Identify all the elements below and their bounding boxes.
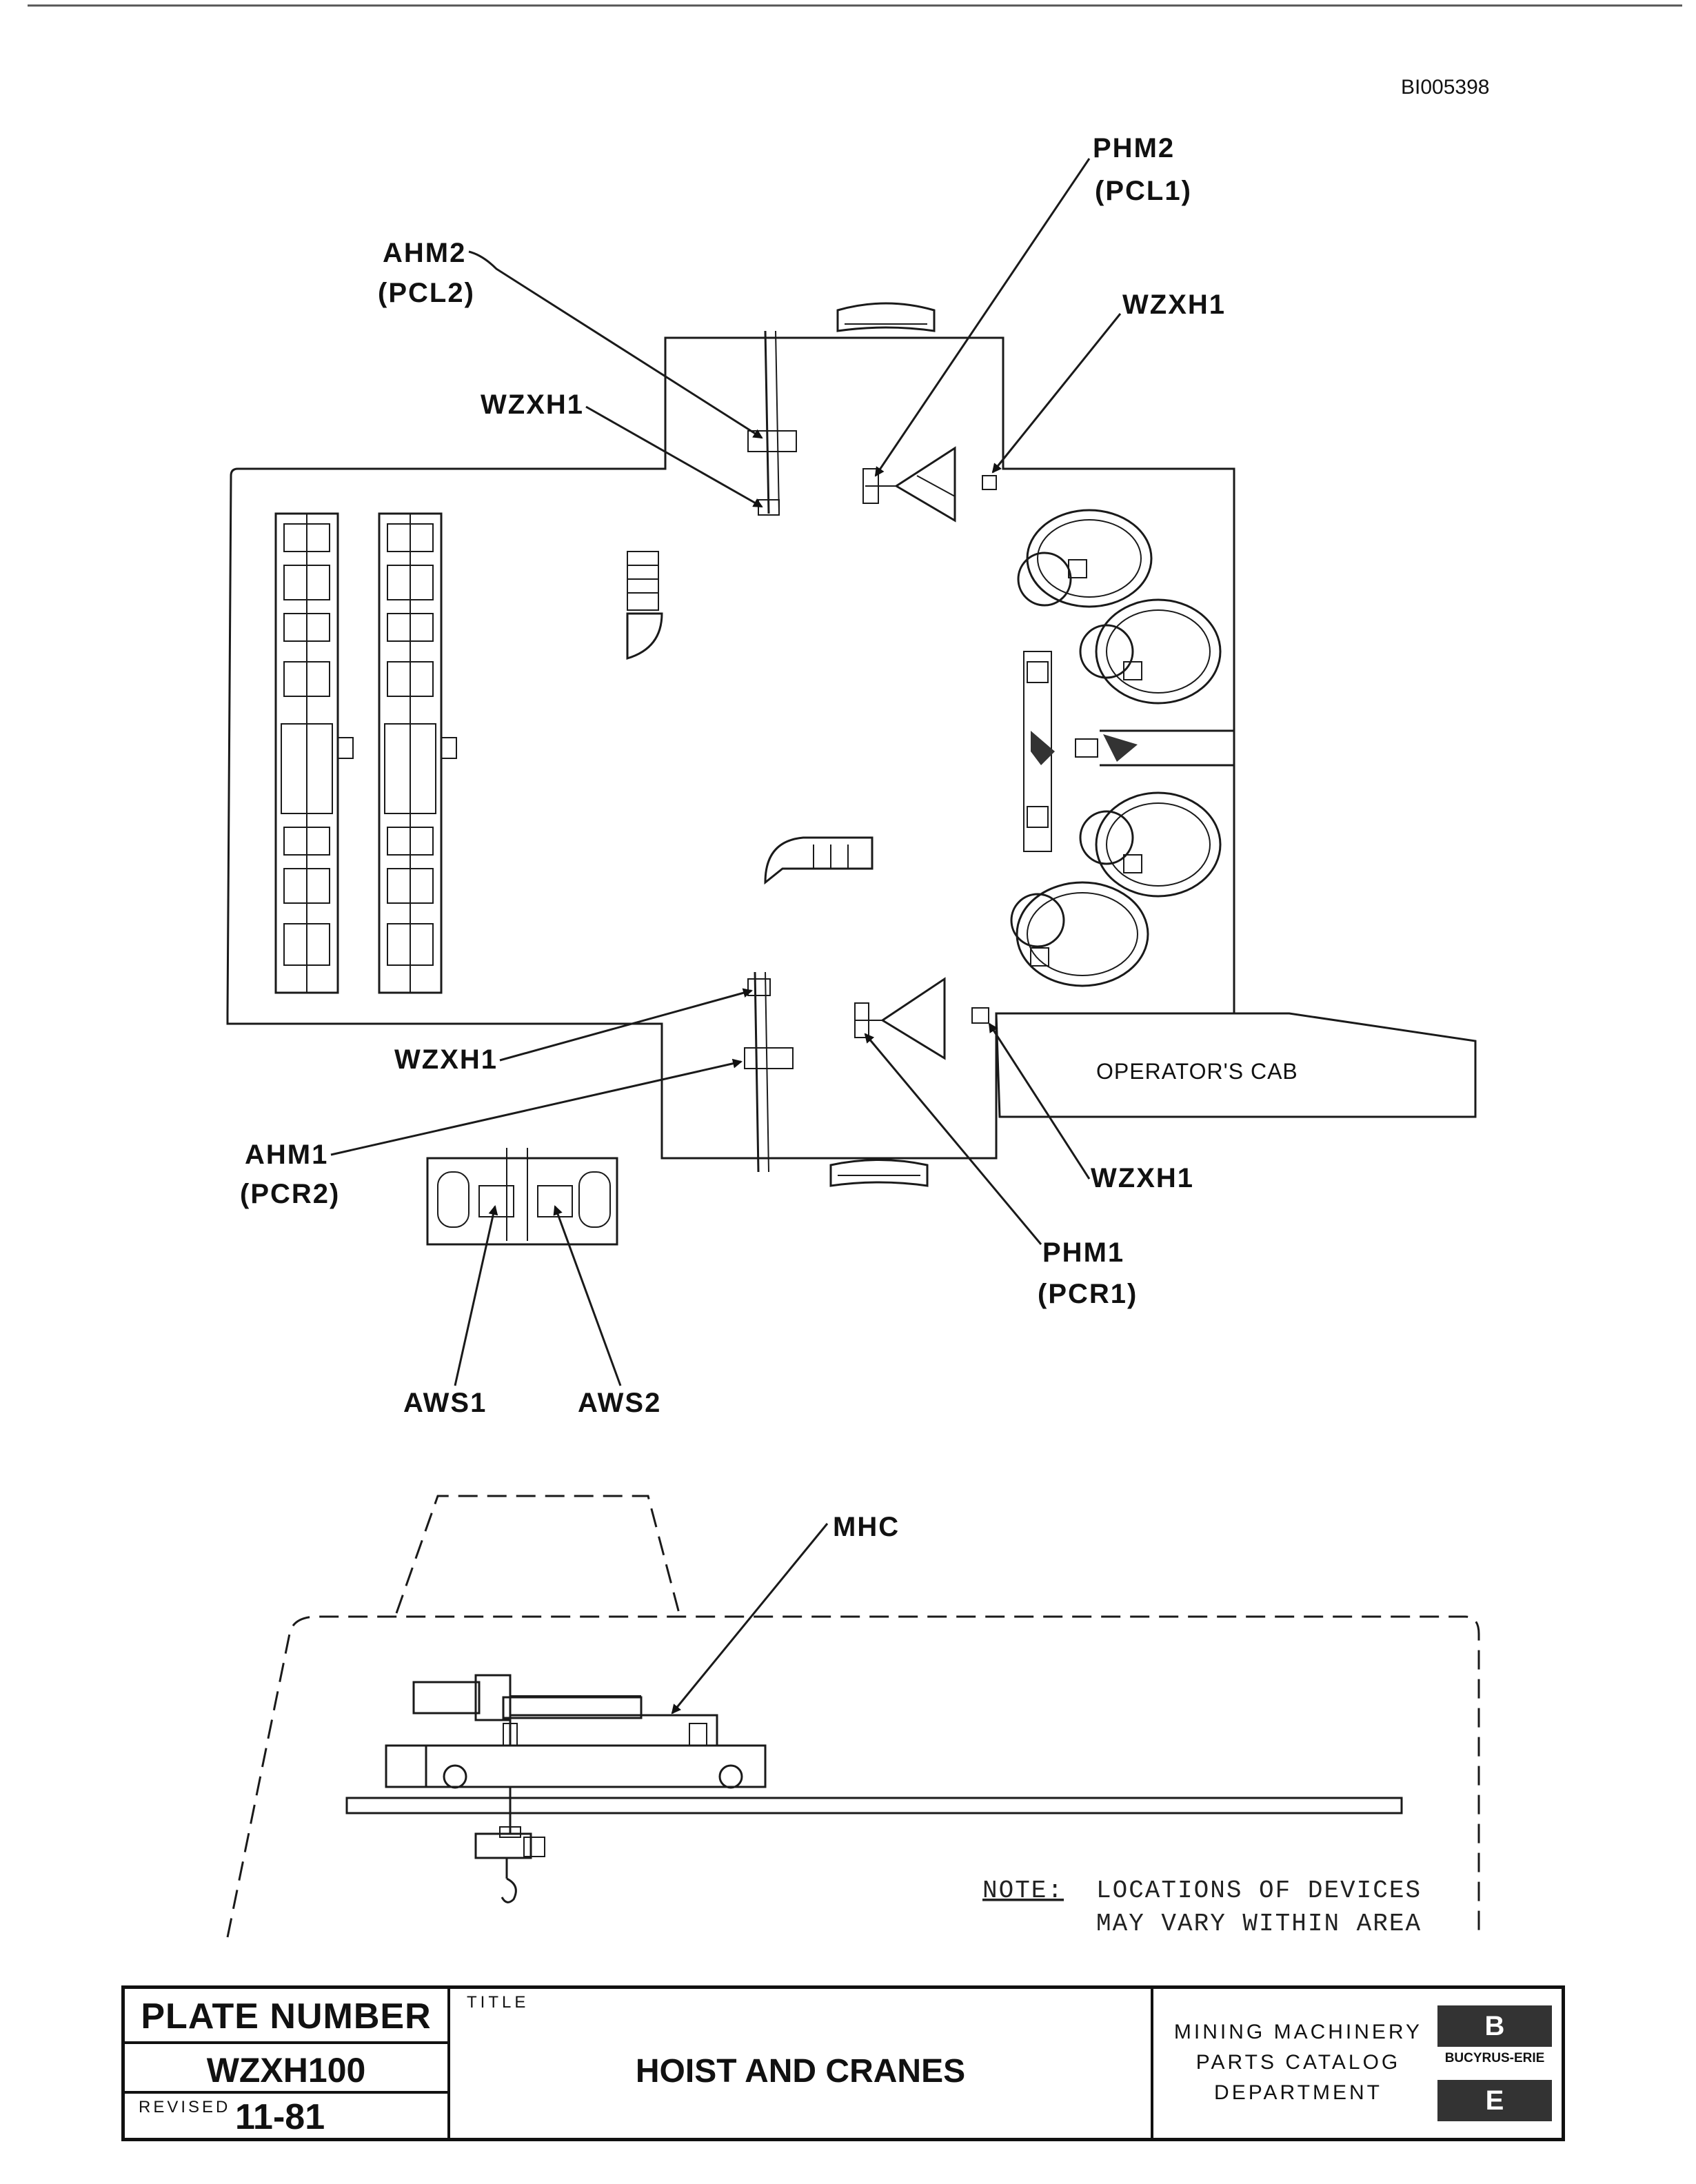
top-sheave: [836, 302, 936, 332]
operators-cab: [995, 1012, 1477, 1118]
left-motor-generator-set-1: [274, 512, 354, 994]
note-label: NOTE:: [982, 1877, 1064, 1905]
leader-aws2: [553, 1205, 622, 1386]
label-aws1: AWS1: [403, 1388, 487, 1418]
logo-letter-e: E: [1437, 2080, 1552, 2121]
bucyrus-erie-logo: B BUCYRUS-ERIE E: [1437, 2005, 1552, 2121]
document-id: BI005398: [1401, 76, 1489, 99]
leader-aws1: [454, 1205, 498, 1386]
label-pcr2: (PCR2): [240, 1179, 340, 1209]
label-wzxh1-bottom-right: WZXH1: [1091, 1163, 1194, 1193]
lower-trolley-frame: [854, 977, 989, 1060]
leader-phm2: [874, 158, 1091, 477]
leader-ahm2: [468, 250, 763, 439]
label-pcl2: (PCL2): [378, 278, 475, 308]
right-bracket-top: [982, 475, 997, 490]
crane-house-outline: [226, 1495, 1480, 1938]
leader-wzxh1-bottom-right: [988, 1022, 1091, 1180]
upper-shaft-assembly: [747, 330, 797, 516]
operators-cab-label: OPERATOR'S CAB: [1096, 1059, 1298, 1084]
label-wzxh1-top-right: WZXH1: [1122, 290, 1226, 320]
department-line-3: DEPARTMENT: [1214, 2081, 1382, 2104]
label-phm2: PHM2: [1093, 133, 1175, 163]
label-wzxh1-bottom-left: WZXH1: [394, 1044, 498, 1075]
center-stair-fixture: [764, 836, 874, 885]
title-label: TITLE: [467, 1993, 529, 2012]
department-line-1: MINING MACHINERY: [1173, 2021, 1423, 2043]
leader-wzxh1-bottom-left: [499, 988, 753, 1062]
lower-shaft-assembly: [744, 971, 794, 1173]
crane-runway-beam: [345, 1797, 1403, 1814]
label-ahm1: AHM1: [245, 1140, 328, 1170]
bottom-sheave: [829, 1159, 929, 1187]
label-ahm2: AHM2: [383, 238, 466, 268]
label-phm1: PHM1: [1042, 1237, 1124, 1268]
aws-switch-bracket: [426, 1148, 618, 1246]
logo-letter-b: B: [1437, 2005, 1552, 2047]
note-line-1: LOCATIONS OF DEVICES: [1096, 1877, 1422, 1905]
logo-company-name: BUCYRUS-ERIE: [1444, 2051, 1545, 2065]
label-pcl1: (PCL1): [1095, 176, 1192, 206]
note-line-2: MAY VARY WITHIN AREA: [1096, 1910, 1422, 1938]
plate-number-label: PLATE NUMBER: [125, 1989, 450, 2044]
revised-value: 11-81: [235, 2097, 325, 2137]
crane-trolley: [385, 1674, 767, 1789]
title-cell: TITLE HOIST AND CRANES: [450, 1989, 1153, 2138]
stair-fixture: [626, 551, 663, 660]
revised-cell: REVISED 11-81: [125, 2094, 450, 2138]
left-motor-generator-set-2: [378, 512, 457, 994]
label-mhc: MHC: [833, 1512, 900, 1542]
leader-phm1: [864, 1033, 1042, 1245]
plate-title: HOIST AND CRANES: [635, 2053, 966, 2090]
leader-mhc: [671, 1523, 829, 1715]
label-wzxh1-top-left: WZXH1: [481, 390, 584, 420]
leader-wzxh1-top-right: [991, 313, 1122, 474]
right-hoist-drums: [1010, 509, 1222, 987]
label-pcr1: (PCR1): [1038, 1279, 1138, 1309]
label-aws2: AWS2: [578, 1388, 661, 1418]
central-drive-gear: [1023, 651, 1234, 852]
leader-wzxh1-top-left: [585, 405, 763, 508]
leader-ahm1: [330, 1058, 743, 1156]
crane-hook-block: [474, 1787, 545, 1903]
revised-label: REVISED: [139, 2098, 231, 2116]
title-block: PLATE NUMBER WZXH100 REVISED 11-81 TITLE…: [121, 1985, 1565, 2141]
machinery-house-outline: [226, 336, 1235, 1160]
department-line-2: PARTS CATALOG: [1195, 2051, 1401, 2074]
upper-trolley-frame: [862, 446, 956, 523]
plate-number-value: WZXH100: [125, 2044, 450, 2094]
department-cell: MINING MACHINERY PARTS CATALOG DEPARTMEN…: [1153, 1989, 1562, 2138]
